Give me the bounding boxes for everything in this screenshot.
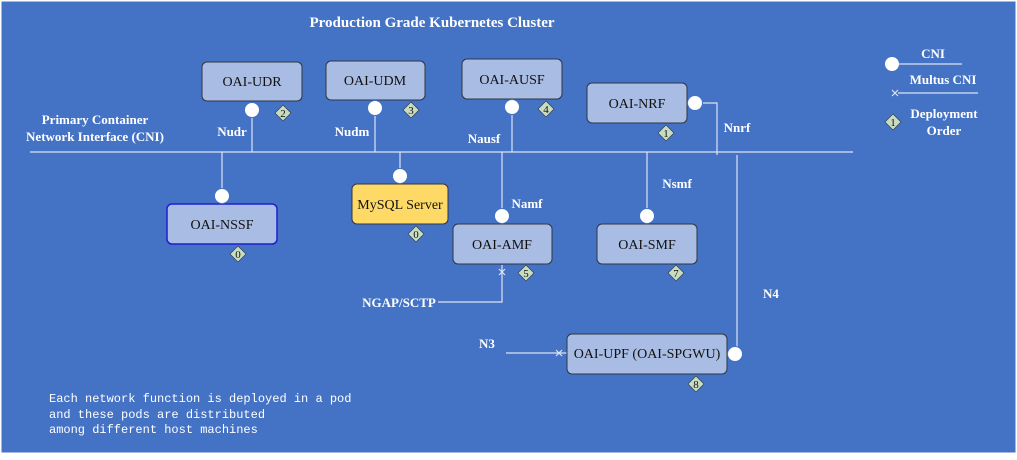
udr-box[interactable] [201, 61, 303, 102]
udm-box[interactable] [325, 60, 426, 101]
legend-cni-dot [884, 56, 900, 72]
udr-label: OAI-UDR [222, 75, 282, 90]
node-boxes: OAI-UDR OAI-UDM OAI-AUSF OAI-NRF OAI-NSS… [166, 58, 728, 375]
nnrf-label: Nnrf [724, 120, 751, 135]
legend-badge-icon [884, 113, 902, 131]
legend-badge-number: 1 [890, 117, 896, 129]
multus-markers [498, 268, 563, 357]
nssf-cni-dot [214, 188, 230, 204]
nsmf-label: Nsmf [662, 176, 692, 191]
amf-multus-marker [498, 268, 506, 276]
legend-deploy-label-line1: Deployment [910, 106, 978, 121]
svg-text:0: 0 [235, 249, 241, 261]
svg-text:2: 2 [280, 108, 286, 120]
nrf-cni-dot [687, 95, 703, 111]
cni-bus-label-line1: Primary Container [42, 112, 149, 127]
legend: CNI Multus CNI 1 Deployment Order [884, 46, 978, 138]
n3-label: N3 [479, 336, 495, 351]
udm-order-badge: 3 [402, 101, 420, 119]
cni-bus-label-line2: Network Interface (CNI) [26, 129, 164, 144]
smf-order-badge: 7 [667, 264, 685, 282]
svg-text:7: 7 [673, 268, 679, 280]
smf-cni-dot [639, 208, 655, 224]
udm-cni-dot [367, 100, 383, 116]
namf-label: Namf [511, 196, 543, 211]
ausf-cni-dot [504, 99, 520, 115]
nrf-label: OAI-NRF [609, 97, 666, 112]
nausf-label: Nausf [468, 131, 501, 146]
svg-text:4: 4 [543, 104, 549, 116]
cni-dots [214, 95, 743, 362]
svg-text:0: 0 [413, 229, 419, 241]
footnote-line2: and these pods are distributed [49, 408, 265, 422]
ngap-label: NGAP/SCTP [362, 295, 436, 310]
interface-labels: Nudr Nudm Nausf Nnrf Namf Nsmf NGAP/SCTP… [217, 120, 779, 351]
mysql-order-badge: 0 [407, 225, 425, 243]
smf-label: OAI-SMF [618, 238, 676, 253]
udr-order-badge: 2 [274, 104, 292, 122]
upf-order-badge: 8 [687, 375, 705, 393]
ngap-link [438, 265, 503, 303]
footnote: Each network function is deployed in a p… [49, 392, 351, 437]
legend-deploy-label-line2: Order [927, 123, 962, 138]
nudr-label: Nudr [217, 124, 247, 139]
svg-text:5: 5 [523, 268, 529, 280]
mysql-cni-dot [392, 168, 408, 184]
legend-multus-marker [891, 89, 899, 97]
udm-label: OAI-UDM [344, 74, 407, 89]
nudm-label: Nudm [335, 124, 370, 139]
footnote-line1: Each network function is deployed in a p… [49, 392, 351, 406]
legend-cni-label: CNI [921, 46, 945, 61]
n4-label: N4 [763, 286, 779, 301]
deployment-badges: 2 3 4 1 0 0 5 7 [229, 100, 705, 393]
svg-text:1: 1 [663, 128, 669, 140]
footnote-line3: among different host machines [49, 423, 258, 437]
amf-box[interactable] [452, 223, 553, 265]
amf-order-badge: 5 [517, 264, 535, 282]
nssf-label: OAI-NSSF [190, 218, 253, 233]
ausf-order-badge: 4 [537, 100, 555, 118]
mysql-label: MySQL Server [357, 198, 443, 213]
nssf-order-badge: 0 [229, 245, 247, 263]
svg-text:8: 8 [693, 379, 699, 391]
udr-cni-dot [244, 102, 260, 118]
nrf-order-badge: 1 [657, 124, 675, 142]
upf-cni-dot [727, 346, 743, 362]
amf-cni-dot [494, 208, 510, 224]
diagram-title: Production Grade Kubernetes Cluster [309, 15, 554, 31]
legend-multus-label: Multus CNI [910, 72, 977, 87]
ausf-label: OAI-AUSF [479, 73, 545, 88]
amf-label: OAI-AMF [472, 238, 532, 253]
upf-multus-marker [555, 349, 563, 357]
upf-label: OAI-UPF (OAI-SPGWU) [574, 347, 721, 362]
svg-text:3: 3 [408, 105, 414, 117]
